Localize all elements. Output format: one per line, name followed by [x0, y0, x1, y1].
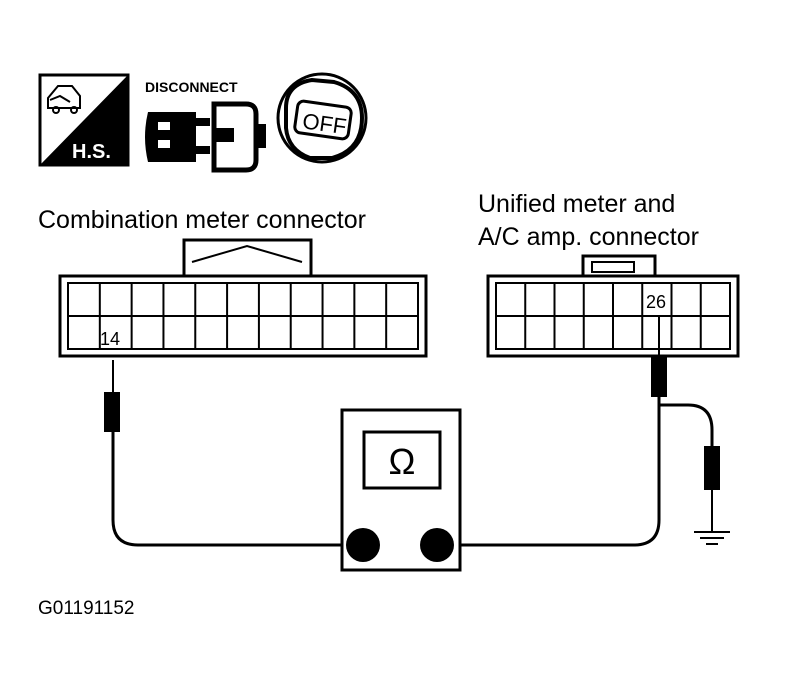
- figure-id: G01191152: [38, 598, 135, 619]
- disconnect-icon: DISCONNECT: [145, 79, 266, 173]
- ohmmeter: Ω: [340, 408, 462, 572]
- right-probe-wire: [434, 519, 661, 547]
- unified-connector-title-line2: A/C amp. connector: [478, 223, 699, 251]
- combination-connector-title: Combination meter connector: [38, 206, 366, 234]
- terminal-14-label: 14: [100, 329, 120, 349]
- ground-symbol-icon: [694, 520, 730, 545]
- disconnect-icon-label: DISCONNECT: [145, 79, 238, 95]
- left-test-probe: [104, 360, 120, 520]
- hs-icon: H.S.: [38, 73, 130, 167]
- meter-terminal-right: [420, 528, 454, 562]
- ohm-symbol-icon: Ω: [389, 441, 416, 482]
- ignition-off-label: OFF: [301, 108, 348, 139]
- meter-terminal-left: [346, 528, 380, 562]
- ground-probe: [659, 403, 720, 520]
- right-test-probe: [651, 316, 667, 520]
- ignition-off-icon: OFF: [276, 72, 368, 164]
- unified-connector-title-line1: Unified meter and: [478, 190, 675, 218]
- unified-meter-connector: 26: [486, 254, 740, 358]
- terminal-26-label: 26: [646, 292, 666, 312]
- combination-meter-connector: 14: [58, 238, 428, 358]
- left-probe-wire: [111, 519, 360, 547]
- hs-icon-label: H.S.: [72, 141, 111, 163]
